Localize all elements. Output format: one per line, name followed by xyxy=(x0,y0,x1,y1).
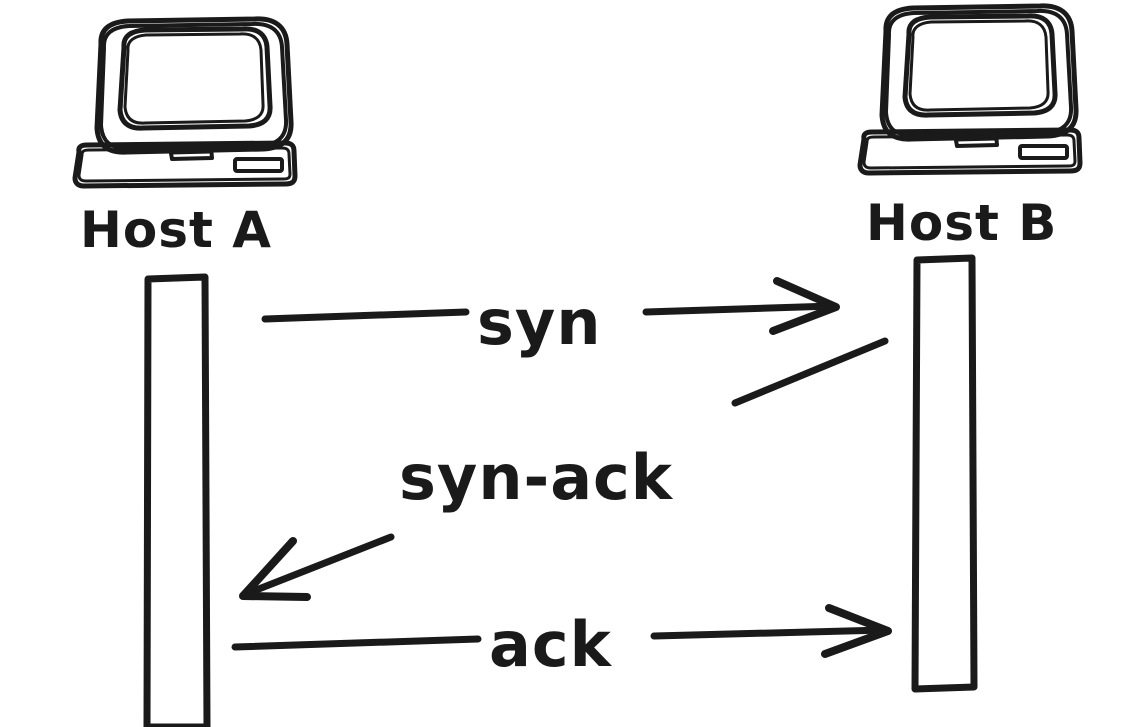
message-ack-arrow xyxy=(231,604,892,658)
host-a-computer-icon xyxy=(72,16,298,189)
host-b-computer-icon xyxy=(857,3,1083,176)
host-b-label: Host B xyxy=(866,194,1057,252)
message-syn-label: syn xyxy=(477,286,601,359)
message-ack-label: ack xyxy=(489,608,613,681)
lifeline-host-a xyxy=(143,273,211,727)
host-a-label: Host A xyxy=(80,201,272,259)
message-syn-ack-label: syn-ack xyxy=(399,441,674,514)
lifeline-host-b xyxy=(911,254,978,693)
message-syn-ack-arrow xyxy=(239,337,889,601)
message-syn-arrow xyxy=(261,277,840,335)
